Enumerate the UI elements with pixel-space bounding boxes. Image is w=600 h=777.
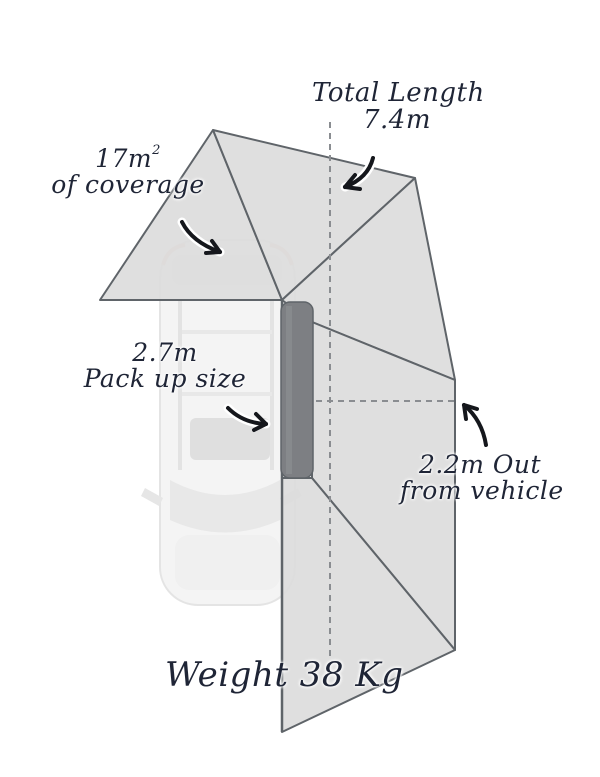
out-from-vehicle-caption: from vehicle [400, 476, 564, 506]
coverage-label: 17m2 of coverage [48, 143, 208, 200]
coverage-value: 17m2 [95, 143, 161, 173]
total-length-title: Total Length [312, 78, 485, 108]
arrow-coverage-icon [177, 217, 225, 257]
out-from-vehicle-value: 2.2m Out [418, 450, 542, 479]
total-length-label: Total Length 7.4m [312, 78, 485, 136]
measurement-lines [283, 122, 455, 658]
arrow-total-length-icon [340, 153, 378, 192]
annotation-arrows [177, 153, 488, 447]
coverage-caption: of coverage [51, 170, 205, 200]
arrow-pack-up-icon [223, 403, 271, 432]
total-length-value: 7.4m [362, 105, 431, 136]
awning-pack-bag [280, 301, 314, 479]
awning-canopy [99, 129, 456, 733]
pack-up-size-value: 2.7m [132, 338, 198, 367]
out-from-vehicle-label: 2.2m Out from vehicle [400, 450, 564, 506]
weight-label: Weight 38 Kg [165, 655, 404, 695]
pack-up-size-caption: Pack up size [83, 364, 247, 394]
arrow-out-from-vehicle-icon [462, 403, 488, 447]
pack-up-size-label: 2.7m Pack up size [70, 338, 260, 394]
